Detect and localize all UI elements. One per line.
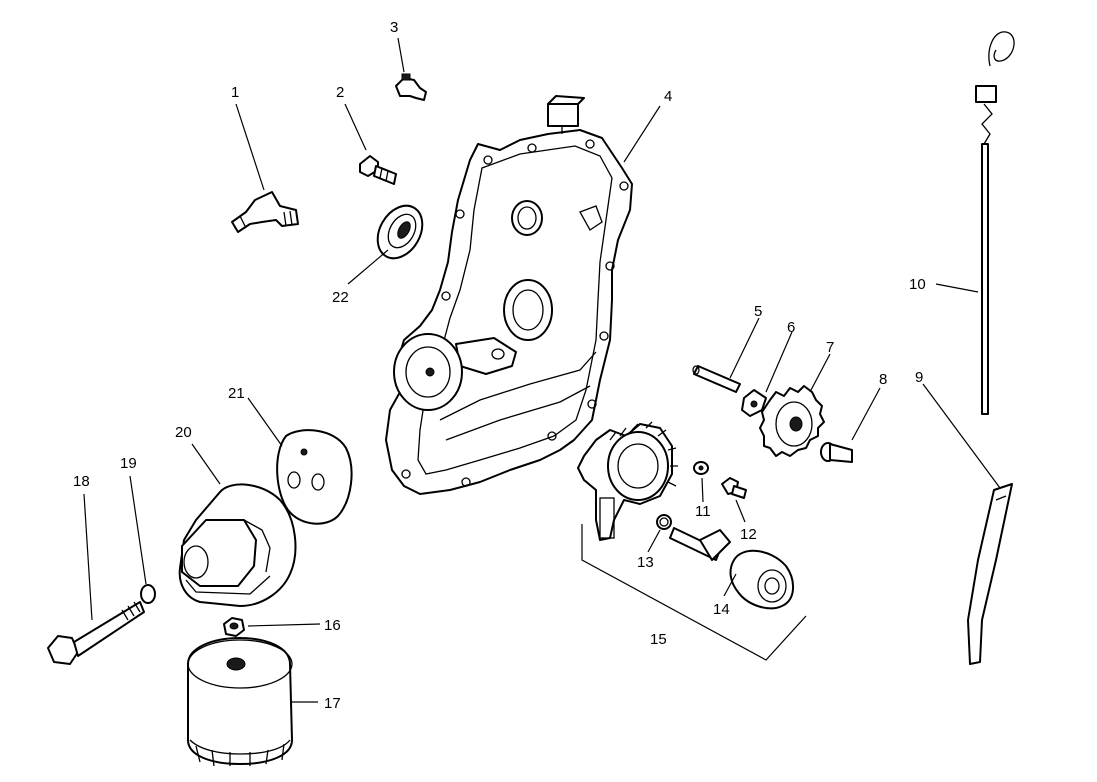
leader-lines [83, 37, 1001, 703]
part-17-oil-filter [187, 637, 293, 767]
part-7-gear [759, 385, 825, 457]
callout-12: 12 [740, 526, 757, 543]
part-6-clip [741, 389, 767, 417]
part-11-washer [693, 461, 709, 475]
part-9-dipstick-tube [967, 483, 1013, 665]
callout-15: 15 [650, 631, 667, 648]
callout-4: 4 [664, 88, 672, 105]
callout-7: 7 [826, 339, 834, 356]
callout-labels: 1 2 3 4 5 6 7 8 9 10 11 12 13 14 15 16 1… [73, 19, 926, 712]
callout-22: 22 [332, 289, 349, 306]
part-21-gasket [276, 429, 353, 525]
callout-18: 18 [73, 473, 90, 490]
part-22-oil-seal [376, 204, 424, 260]
part-5-shaft [692, 365, 741, 393]
part-3-sender [395, 73, 427, 101]
callout-3: 3 [390, 19, 398, 36]
callout-1: 1 [231, 84, 239, 101]
part-4-crankcase-cover [385, 95, 633, 495]
part-20-filter-adapter [178, 483, 297, 607]
callout-20: 20 [175, 424, 192, 441]
part-14-15-oil-pump [577, 421, 794, 610]
part-18-long-bolt [47, 601, 145, 665]
part-16-nipple [223, 617, 245, 637]
part-8-bolt [820, 442, 853, 463]
callout-2: 2 [336, 84, 344, 101]
callout-10: 10 [909, 276, 926, 293]
callout-17: 17 [324, 695, 341, 712]
callout-5: 5 [754, 303, 762, 320]
part-19-o-ring [140, 584, 156, 604]
part-1-elbow-fitting [231, 191, 299, 233]
part-10-dipstick [975, 31, 1015, 415]
callout-21: 21 [228, 385, 245, 402]
part-12-bolt [721, 477, 747, 499]
callout-11: 11 [695, 503, 711, 520]
callout-13: 13 [637, 554, 654, 571]
part-2-bolt [359, 155, 397, 185]
callout-8: 8 [879, 371, 887, 388]
callout-16: 16 [324, 617, 341, 634]
callout-14: 14 [713, 601, 730, 618]
callout-19: 19 [120, 455, 137, 472]
callout-6: 6 [787, 319, 795, 336]
part-13-o-ring [656, 514, 672, 530]
callout-9: 9 [915, 369, 923, 386]
